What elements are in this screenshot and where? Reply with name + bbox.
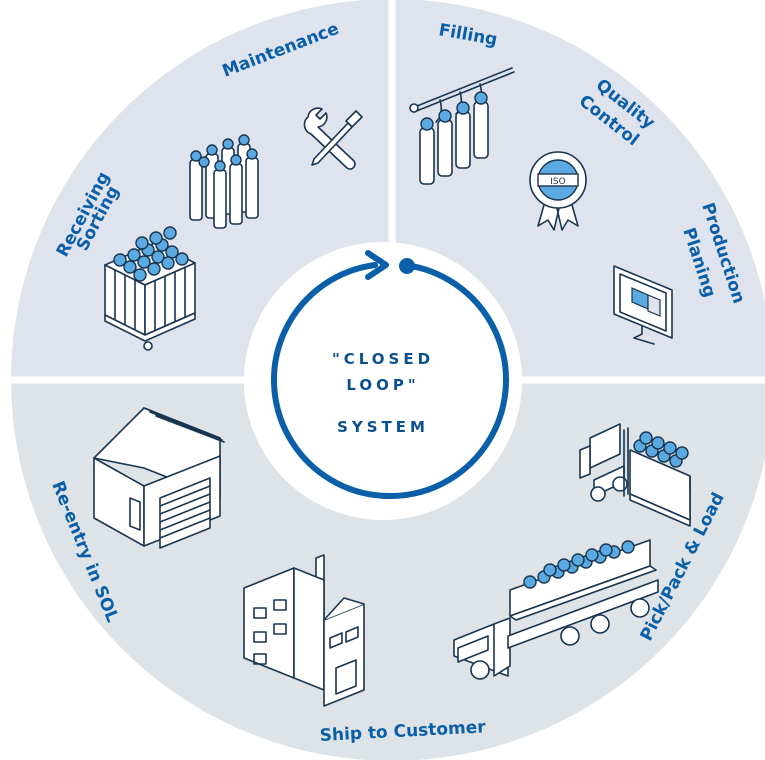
forklift-icon bbox=[579, 423, 691, 527]
loop-start-dot bbox=[399, 258, 415, 274]
cylinder-bundle-icon bbox=[189, 134, 259, 229]
center-line-3: SYSTEM bbox=[337, 418, 429, 436]
warehouse-icon bbox=[93, 407, 225, 549]
loop-arrowhead bbox=[365, 250, 389, 280]
center-loop: "CLOSED LOOP" SYSTEM bbox=[244, 242, 522, 520]
factory-icon bbox=[243, 554, 365, 707]
pallet-cylinders-icon bbox=[104, 226, 196, 351]
wrench-screwdriver-icon bbox=[303, 107, 363, 170]
monitor-icon bbox=[613, 265, 673, 345]
center-line-1: "CLOSED bbox=[332, 350, 434, 368]
iso-badge-label: ISO bbox=[550, 177, 565, 187]
truck-icon bbox=[453, 539, 659, 680]
center-line-2: LOOP" bbox=[346, 376, 419, 394]
filling-manifold-icon bbox=[409, 67, 515, 185]
loop-arc bbox=[271, 262, 509, 500]
iso-badge-icon: ISO bbox=[529, 151, 587, 231]
